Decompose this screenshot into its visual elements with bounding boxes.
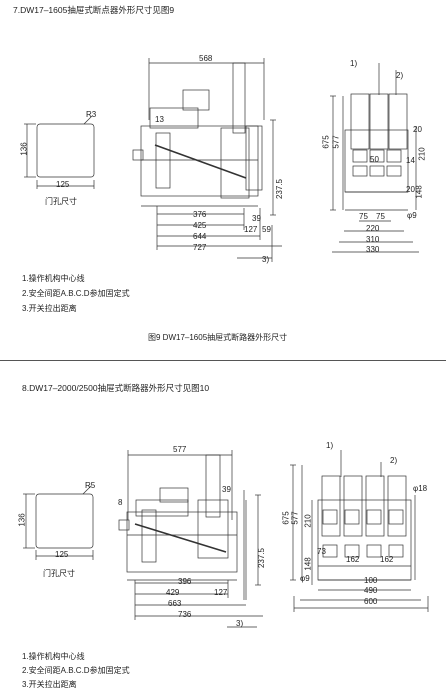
dim-490-8: 490 xyxy=(364,586,378,595)
callout-1-8: 1) xyxy=(326,441,334,450)
section-divider xyxy=(0,360,446,361)
hole-label-7: 门孔尺寸 xyxy=(45,197,77,206)
note-1-8: 1.操作机构中心线 xyxy=(22,652,85,661)
note-2-7: 2.安全间距A.B.C.D参加固定式 xyxy=(22,289,130,298)
hole-width-7: 125 xyxy=(56,180,70,189)
front-view-7 xyxy=(132,58,282,262)
dim-13: 13 xyxy=(155,115,164,124)
dim-phi9-8: φ9 xyxy=(300,574,310,583)
dim-39: 39 xyxy=(252,214,261,223)
note-3-7: 3.开关拉出距离 xyxy=(22,304,77,313)
dim-577-8: 577 xyxy=(173,445,187,454)
dim-237-8: 237.5 xyxy=(257,547,267,569)
dim-429: 429 xyxy=(166,588,180,597)
hole-radius-8: R5 xyxy=(85,481,96,490)
callout-1-7: 1) xyxy=(350,59,358,68)
dim-8-8: 8 xyxy=(118,498,123,507)
door-hole-8 xyxy=(23,485,94,560)
callout-2-8: 2) xyxy=(390,456,398,465)
dim-162a-8: 162 xyxy=(346,555,360,564)
dim-425: 425 xyxy=(193,221,207,230)
dim-220-7: 220 xyxy=(366,224,380,233)
hole-width-8: 125 xyxy=(55,550,69,559)
dim-162b-8: 162 xyxy=(380,555,394,564)
caption-fig9: 图9 DW17–1605抽屉式断路器外形尺寸 xyxy=(148,333,288,342)
dim-568: 568 xyxy=(199,54,213,63)
section8-heading: 8.DW17–2000/2500抽屉式断路器外形尺寸见图10 xyxy=(22,383,210,393)
hole-height-8: 136 xyxy=(17,513,27,527)
dim-20b-7: 20 xyxy=(406,185,415,194)
hole-radius-7: R3 xyxy=(86,110,97,119)
dim-73-8: 73 xyxy=(317,547,326,556)
section7-heading: 7.DW17–1605抽屉式断点器外形尺寸见图9 xyxy=(13,5,175,15)
dim-20a-7: 20 xyxy=(413,125,422,134)
dim-75a-7: 75 xyxy=(359,212,368,221)
dim-210-8: 210 xyxy=(303,514,313,528)
callout-3-8: 3) xyxy=(236,619,244,628)
dim-310-7: 310 xyxy=(366,235,380,244)
callout-2-7: 2) xyxy=(396,71,404,80)
front-view-8 xyxy=(118,450,263,628)
dim-50-7: 50 xyxy=(370,155,379,164)
side-view-7 xyxy=(330,63,419,253)
dim-14-7: 14 xyxy=(406,156,415,165)
dim-39-8: 39 xyxy=(222,485,231,494)
callout-3-7: 3) xyxy=(262,255,270,264)
dim-644: 644 xyxy=(193,232,207,241)
side-view-8 xyxy=(290,450,429,612)
dim-376: 376 xyxy=(193,210,207,219)
dim-577-8b: 577 xyxy=(290,511,300,525)
dim-phi9-7: φ9 xyxy=(407,211,417,220)
dim-127-8: 127 xyxy=(214,588,228,597)
note-3-8: 3.开关拉出距离 xyxy=(22,680,77,689)
dim-727: 727 xyxy=(193,243,207,252)
hole-label-8: 门孔尺寸 xyxy=(43,569,75,578)
dim-100-8: 100 xyxy=(364,576,378,585)
dim-330-7: 330 xyxy=(366,245,380,254)
door-hole-7 xyxy=(24,115,95,189)
dim-396: 396 xyxy=(178,577,192,586)
dim-600-8: 600 xyxy=(364,597,378,606)
dim-663: 663 xyxy=(168,599,182,608)
dim-75b-7: 75 xyxy=(376,212,385,221)
note-2-8: 2.安全间距A.B.C.D参加固定式 xyxy=(22,666,130,675)
dim-148-8: 148 xyxy=(303,557,313,571)
note-1-7: 1.操作机构中心线 xyxy=(22,274,85,283)
dim-phi18-8: φ18 xyxy=(413,484,428,493)
dim-736: 736 xyxy=(178,610,192,619)
dim-127: 127 xyxy=(244,225,258,234)
dim-59: 59 xyxy=(262,225,271,234)
dim-675-8: 675 xyxy=(281,511,291,525)
